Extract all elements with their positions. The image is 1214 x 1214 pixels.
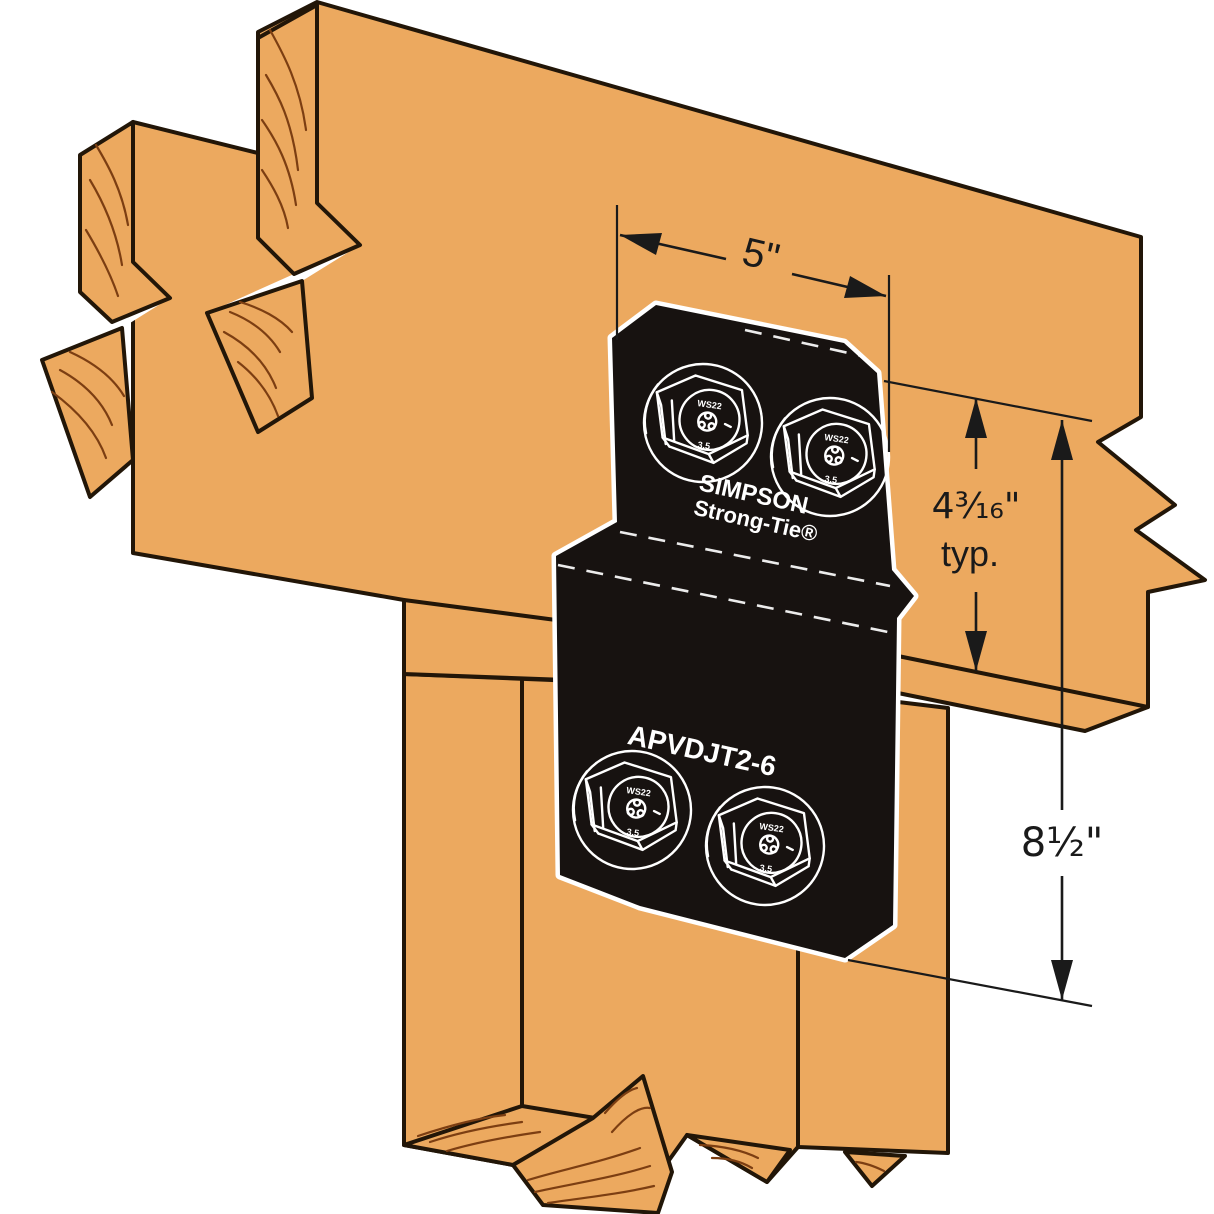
front-break-gap [42, 298, 170, 360]
width-arrow-right [844, 276, 886, 298]
height-arrow-up [1051, 420, 1073, 460]
width-arrow-left [620, 233, 662, 255]
back-beam-end-upper [256, 3, 362, 276]
post-chip-grain [698, 1143, 760, 1170]
height-ext-bottom [847, 958, 1093, 1008]
dimension-height: 8½" [847, 420, 1104, 1008]
side-ext-top [883, 379, 1093, 423]
post-tear-grain [526, 1086, 656, 1205]
post-bottom-grain [416, 1113, 542, 1153]
back-beam-end-lower [205, 279, 314, 434]
front-end-grain-lower [50, 350, 126, 460]
plate-bend-lines [557, 328, 894, 635]
height-dim-label: 8½" [1021, 820, 1104, 866]
back-end-grain-lower [222, 300, 294, 418]
post-chip-small-grain [854, 1160, 886, 1173]
side-arrow-down [965, 631, 987, 671]
dimension-side: 4³⁄₁₆" typ. [883, 379, 1093, 671]
front-end-grain-upper [84, 143, 130, 298]
side-dim-suffix: typ. [941, 533, 999, 574]
front-beam-end-lower [40, 326, 135, 499]
height-arrow-down [1051, 960, 1073, 1000]
front-beam-end-upper [78, 120, 172, 324]
back-end-grain-upper [260, 28, 308, 230]
post-tear-chip-small [843, 1150, 907, 1188]
side-arrow-up [965, 398, 987, 438]
post-tear-face [511, 1074, 674, 1214]
connector-plate: SIMPSON Strong-Tie® APVDJT2-6 [551, 300, 919, 963]
side-dim-label: 4³⁄₁₆" [932, 486, 1021, 527]
